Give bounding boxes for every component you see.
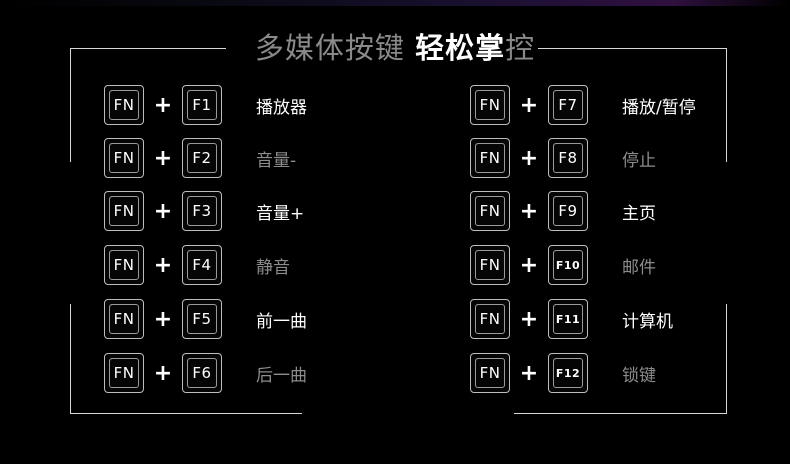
- function-key-label: F1: [192, 96, 212, 114]
- fn-key-label: FN: [479, 202, 501, 220]
- function-key-label: F2: [192, 149, 212, 167]
- frame-top-right: [538, 48, 726, 49]
- fn-key-label: FN: [113, 364, 135, 382]
- fn-key-label: FN: [479, 96, 501, 114]
- plus-sign: +: [519, 92, 539, 118]
- function-key-label: F5: [192, 310, 212, 328]
- function-key: F6: [182, 353, 222, 393]
- shortcut-description: 音量-: [256, 150, 297, 171]
- shortcut-description: 播放器: [256, 97, 307, 118]
- fn-key: FN: [470, 191, 510, 231]
- fn-key-label: FN: [113, 310, 135, 328]
- function-key: F4: [182, 245, 222, 285]
- shortcut-row: FN + F6 后一曲: [104, 351, 307, 395]
- function-key-label: F8: [558, 149, 578, 167]
- fn-key-label: FN: [479, 310, 501, 328]
- plus-sign: +: [153, 145, 173, 171]
- fn-key-label: FN: [479, 149, 501, 167]
- frame-left-bottom: [70, 304, 71, 414]
- shortcut-description: 锁键: [622, 365, 656, 386]
- fn-key: FN: [470, 245, 510, 285]
- fn-key: FN: [104, 191, 144, 231]
- plus-sign: +: [519, 360, 539, 386]
- function-key: F12: [548, 353, 588, 393]
- function-key-label: F11: [555, 312, 581, 326]
- function-key: F11: [548, 299, 588, 339]
- title-part-3: 控: [505, 31, 536, 65]
- plus-sign: +: [153, 92, 173, 118]
- function-key: F10: [548, 245, 588, 285]
- shortcut-row: FN + F11 计算机: [470, 297, 673, 341]
- frame-bottom-right: [514, 413, 727, 414]
- fn-key-label: FN: [113, 256, 135, 274]
- shortcut-row: FN + F9 主页: [470, 189, 656, 233]
- fn-key: FN: [104, 353, 144, 393]
- shortcut-description: 停止: [622, 150, 656, 171]
- function-key-label: F7: [558, 96, 578, 114]
- plus-sign: +: [519, 306, 539, 332]
- shortcut-description: 音量+: [256, 203, 305, 224]
- shortcut-description: 播放/暂停: [622, 97, 696, 118]
- shortcut-description: 前一曲: [256, 311, 307, 332]
- shortcut-row: FN + F3 音量+: [104, 189, 304, 233]
- fn-key-label: FN: [113, 149, 135, 167]
- function-key: F5: [182, 299, 222, 339]
- fn-key: FN: [470, 138, 510, 178]
- frame-top-left: [70, 48, 226, 49]
- shortcut-description: 主页: [622, 203, 656, 224]
- function-key-label: F6: [192, 364, 212, 382]
- function-key-label: F3: [192, 202, 212, 220]
- frame-left-top: [70, 48, 71, 162]
- top-glow-strip: [0, 0, 790, 6]
- shortcut-row: FN + F10 邮件: [470, 243, 656, 287]
- frame-bottom-left: [70, 413, 302, 414]
- shortcut-row: FN + F4 静音: [104, 243, 290, 287]
- function-key-label: F10: [555, 258, 581, 272]
- plus-sign: +: [153, 198, 173, 224]
- fn-key: FN: [104, 138, 144, 178]
- frame-right-top: [726, 48, 727, 162]
- shortcut-description: 计算机: [622, 311, 673, 332]
- function-key: F7: [548, 85, 588, 125]
- shortcut-description: 邮件: [622, 257, 656, 278]
- plus-sign: +: [519, 198, 539, 224]
- fn-key: FN: [104, 299, 144, 339]
- page-title: 多媒体按键 轻松掌控: [0, 28, 790, 68]
- function-key-label: F12: [555, 366, 581, 380]
- shortcut-description: 后一曲: [256, 365, 307, 386]
- shortcut-description: 静音: [256, 257, 290, 278]
- shortcut-row: FN + F1 播放器: [104, 83, 307, 127]
- fn-key: FN: [104, 85, 144, 125]
- plus-sign: +: [153, 252, 173, 278]
- plus-sign: +: [153, 306, 173, 332]
- plus-sign: +: [519, 252, 539, 278]
- function-key: F9: [548, 191, 588, 231]
- function-key-label: F4: [192, 256, 212, 274]
- shortcut-row: FN + F7 播放/暂停: [470, 83, 696, 127]
- function-key: F8: [548, 138, 588, 178]
- function-key-label: F9: [558, 202, 578, 220]
- shortcut-row: FN + F12 锁键: [470, 351, 656, 395]
- shortcut-row: FN + F8 停止: [470, 136, 656, 180]
- function-key: F3: [182, 191, 222, 231]
- fn-key: FN: [470, 353, 510, 393]
- fn-key-label: FN: [113, 202, 135, 220]
- fn-key-label: FN: [479, 364, 501, 382]
- fn-key: FN: [104, 245, 144, 285]
- fn-key: FN: [470, 299, 510, 339]
- title-part-2: 轻松掌: [415, 31, 506, 65]
- fn-key-label: FN: [113, 96, 135, 114]
- fn-key-label: FN: [479, 256, 501, 274]
- shortcut-row: FN + F2 音量-: [104, 136, 296, 180]
- function-key: F2: [182, 138, 222, 178]
- frame-right-bottom: [726, 304, 727, 414]
- function-key: F1: [182, 85, 222, 125]
- title-part-1: 多媒体按键: [254, 31, 405, 65]
- fn-key: FN: [470, 85, 510, 125]
- plus-sign: +: [519, 145, 539, 171]
- shortcut-row: FN + F5 前一曲: [104, 297, 307, 341]
- plus-sign: +: [153, 360, 173, 386]
